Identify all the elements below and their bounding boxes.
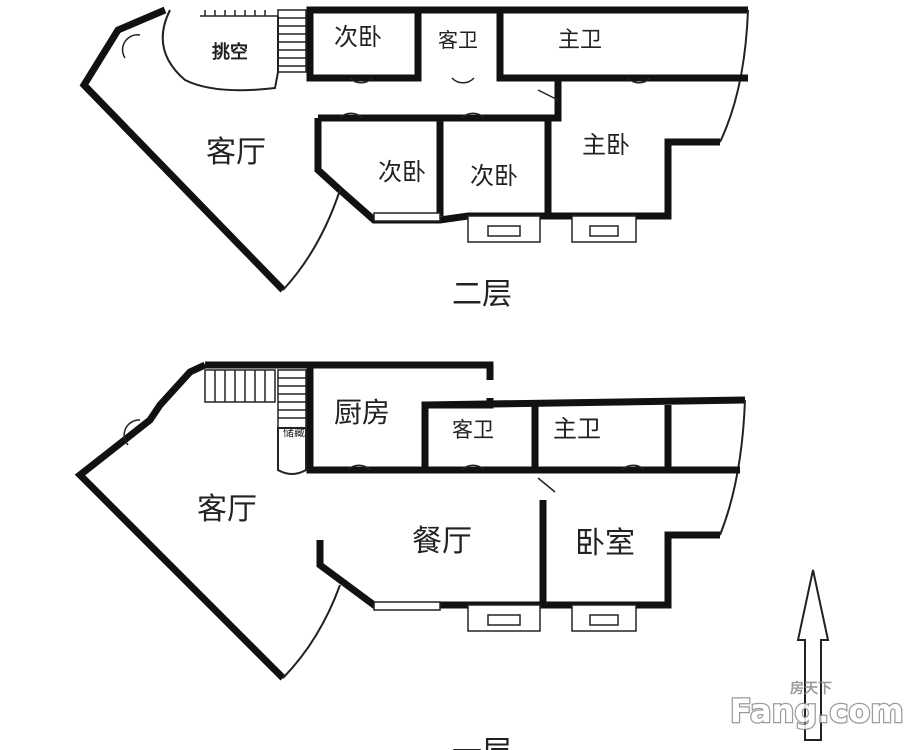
lower-floor-plan: 厨房 储藏 客卫 主卫 客厅 餐厅 卧室 一层 [74, 361, 746, 750]
upper-guest-bath-label: 客卫 [438, 28, 478, 52]
lower-guest-bath-label: 客卫 [452, 418, 494, 442]
upper-floor-plan: 挑空 客厅 次卧 客卫 主卫 次卧 次卧 主卧 二层 [79, 6, 749, 312]
upper-bedroom-b-label: 次卧 [378, 158, 426, 186]
lower-bay-window-inner [589, 614, 619, 626]
lower-outer-wall [74, 361, 746, 681]
door-arc [537, 89, 559, 101]
door-arc [621, 464, 645, 471]
upper-bedroom-a-label: 次卧 [334, 23, 382, 51]
door-arc [461, 112, 485, 119]
lower-right-arc [719, 399, 746, 536]
upper-window [373, 212, 441, 222]
lower-bay-window-inner [487, 614, 521, 626]
upper-interior-walls [306, 10, 748, 216]
door-arc [461, 464, 485, 471]
door-arc [537, 477, 556, 493]
lower-dining-label: 餐厅 [412, 524, 472, 559]
watermark-brand-main: Fang.com [730, 692, 904, 730]
upper-bay-window-inner [589, 225, 619, 237]
upper-loft-void [161, 9, 279, 92]
lower-bedroom-label: 卧室 [575, 526, 635, 561]
lower-stairs [204, 369, 307, 429]
lower-interior-walls [306, 365, 740, 605]
door-arc [339, 112, 363, 119]
upper-floor-caption: 二层 [452, 277, 512, 312]
lower-window [373, 601, 441, 611]
upper-outer-wall [79, 6, 748, 293]
lower-storage-outline [277, 427, 307, 475]
door-arc [123, 419, 141, 446]
watermark-brand-top: 房天下 [790, 680, 832, 697]
door-arc [349, 77, 373, 84]
lower-living-label: 客厅 [197, 492, 257, 527]
lower-floor-caption: 一层 [452, 735, 512, 750]
lower-master-bath-label: 主卫 [553, 415, 601, 443]
upper-balcony-arc [282, 189, 341, 291]
upper-living-label: 客厅 [206, 135, 266, 170]
door-arc [627, 77, 651, 84]
upper-stairs [200, 9, 307, 73]
upper-master-bath-label: 主卫 [558, 28, 602, 53]
lower-storage-label: 储藏 [283, 425, 305, 439]
upper-master-bedroom-label: 主卧 [582, 131, 630, 159]
lower-kitchen-label: 厨房 [334, 396, 390, 429]
north-arrow-icon [796, 569, 830, 741]
door-arc [451, 77, 475, 84]
upper-loft-label: 挑空 [212, 41, 248, 63]
door-arc [121, 34, 141, 59]
upper-bedroom-c-label: 次卧 [470, 162, 518, 190]
upper-right-arc [719, 9, 749, 143]
fang-watermark: 房天下 Fang.com [729, 680, 905, 731]
door-arc [347, 464, 371, 471]
lower-balcony-arc [282, 584, 341, 679]
upper-bay-window-inner [487, 225, 521, 237]
